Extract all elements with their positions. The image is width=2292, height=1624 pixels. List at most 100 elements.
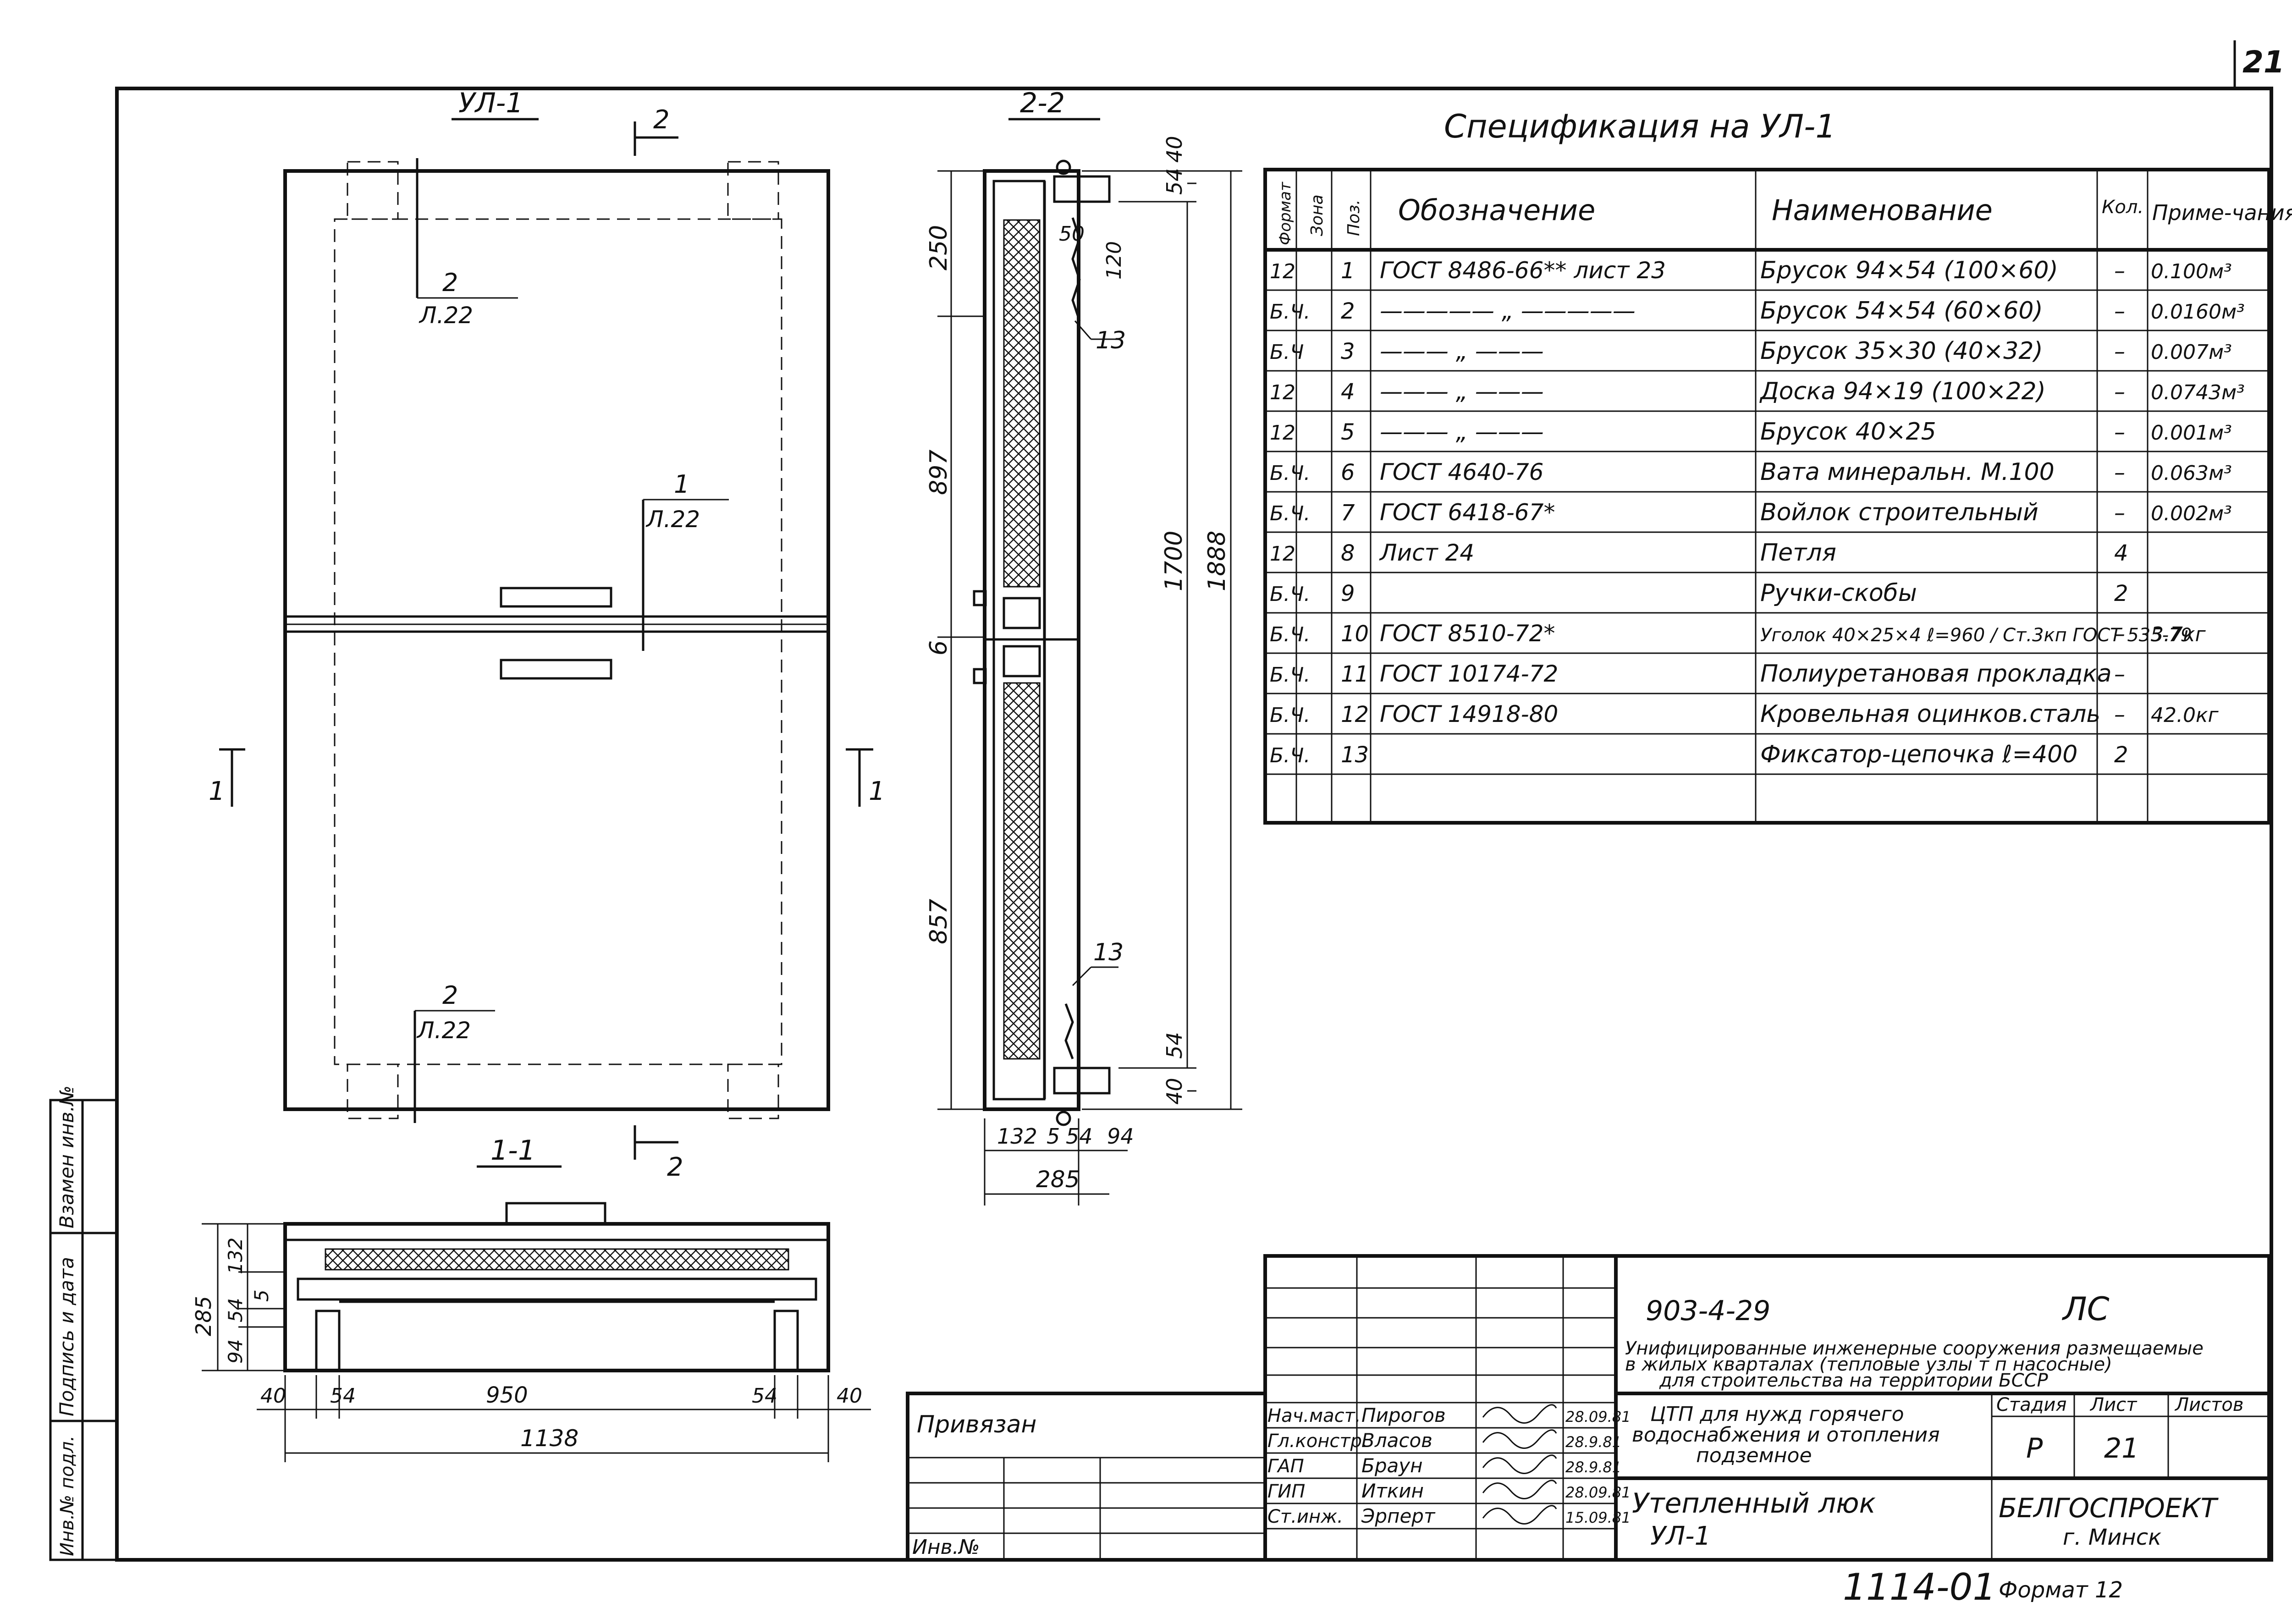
- spec-cell-designation: Лист 24: [1379, 539, 1474, 566]
- signature-mark: [1482, 1404, 1557, 1424]
- dim-54-bot: 54: [1162, 1032, 1187, 1059]
- dim11-1138: 1138: [520, 1425, 579, 1452]
- spec-cell-note: 0.063м³: [2151, 462, 2232, 485]
- spec-cell-qty: 2: [2114, 742, 2128, 768]
- signature-mark: [1482, 1429, 1557, 1449]
- signature-name: Иткин: [1361, 1480, 1424, 1502]
- spec-cell-qty: –: [2114, 460, 2125, 485]
- spec-cell-format: 12: [1270, 421, 1295, 445]
- spec-cell-designation: ГОСТ 8510-72*: [1380, 620, 1555, 647]
- dim-40-top: 40: [1162, 136, 1187, 163]
- spec-cell-designation: ——— „ ———: [1380, 418, 1544, 445]
- dim11-132: 132: [224, 1238, 247, 1274]
- dim11-5: 5: [250, 1289, 273, 1302]
- spec-cell-designation: ——— „ ———: [1380, 338, 1544, 364]
- specification: Спецификация на УЛ-1 Формат Зона Поз. Об…: [1263, 108, 2292, 825]
- spec-cell-pos: 12: [1341, 702, 1369, 727]
- spec-cell-qty: –: [2114, 661, 2125, 687]
- dim11-950: 950: [486, 1382, 528, 1408]
- spec-cell-note: 0.002м³: [2151, 502, 2232, 525]
- spec-cell-name: Фиксатор-цепочка ℓ=400: [1760, 741, 2077, 768]
- spec-cell-qty: –: [2114, 379, 2125, 405]
- spec-h-pos: Поз.: [1344, 199, 1363, 236]
- stamp-inv-orig: Инв.№ подл.: [57, 1436, 78, 1556]
- dim-120: 120: [1102, 241, 1126, 280]
- signature-role: Гл.констр.: [1267, 1431, 1368, 1452]
- spec-cell-designation: ГОСТ 4640-76: [1380, 459, 1543, 485]
- stamp-sign-date: Подпись и дата: [55, 1257, 78, 1416]
- section-1-1: 1-1 285 94 54 132 5 40 54 950 54: [191, 1134, 871, 1462]
- spec-cell-qty: –: [2114, 258, 2125, 284]
- dim-897: 897: [925, 450, 953, 495]
- attached-label: Привязан: [917, 1411, 1036, 1438]
- signature-date: 28.09.81: [1565, 1408, 1631, 1426]
- spec-cell-pos: 4: [1341, 379, 1355, 405]
- stamp-replace-inv: Взамен инв.№: [55, 1085, 78, 1228]
- spec-cell-name: Войлок строительный: [1760, 499, 2039, 526]
- tb-project-3: для строительства на территории БССР: [1659, 1370, 2049, 1391]
- dim-5: 5: [1047, 1124, 1060, 1149]
- spec-cell-name: Уголок 40×25×4 ℓ=960 / Ст.3кп ГОСТ 535-7…: [1760, 625, 2192, 646]
- tb-sheet-label: Лист: [2089, 1394, 2138, 1415]
- tb-sheets-label: Листов: [2174, 1394, 2243, 1415]
- spec-cell-qty: –: [2114, 621, 2125, 647]
- spec-cell-pos: 10: [1341, 621, 1369, 647]
- callout-top-num: 2: [442, 268, 458, 297]
- spec-cell-format: 12: [1270, 260, 1295, 283]
- spec-cell-format: 12: [1270, 381, 1295, 404]
- dim11-40b: 40: [837, 1384, 862, 1408]
- signature-mark: [1482, 1505, 1557, 1525]
- plan-view: УЛ-1 2 2 1 1 2 Л.22 1 Л.22: [209, 87, 885, 1182]
- spec-cell-designation: ————— „ —————: [1380, 297, 1636, 324]
- tb-org-name: БЕЛГОСПРОЕКТ: [1999, 1492, 2219, 1524]
- spec-cell-designation: ГОСТ 10174-72: [1380, 661, 1558, 687]
- sheet-number-top: 21: [2242, 44, 2285, 80]
- signature-date: 28.9.81: [1565, 1433, 1621, 1451]
- spec-cell-pos: 11: [1341, 661, 1369, 687]
- signature-name: Эрперт: [1361, 1505, 1436, 1527]
- signature-role: Нач.маст.: [1267, 1405, 1361, 1426]
- spec-cell-format: Б.Ч.: [1270, 744, 1310, 767]
- spec-cell-pos: 7: [1341, 500, 1355, 526]
- spec-cell-pos: 13: [1341, 742, 1369, 768]
- tb-project-2: в жилых кварталах (тепловые узлы т п нас…: [1625, 1354, 2112, 1375]
- callout-bot-sheet: Л.22: [416, 1017, 471, 1044]
- spec-h-zone: Зона: [1308, 194, 1327, 236]
- dim-50: 50: [1059, 222, 1085, 246]
- tb-object-2: водоснабжения и отопления: [1632, 1423, 1940, 1447]
- section-11-title: 1-1: [490, 1134, 535, 1167]
- tb-object-3: подземное: [1696, 1444, 1812, 1467]
- tb-stage-label: Стадия: [1996, 1394, 2066, 1415]
- signature-row: Гл.констр.Власов 28.9.81: [1267, 1429, 1621, 1452]
- dim-132: 132: [997, 1124, 1037, 1149]
- spec-cell-designation: ГОСТ 14918-80: [1380, 701, 1558, 727]
- spec-row: Б.Ч. 13 Фиксатор-цепочка ℓ=400 2: [1265, 741, 2269, 775]
- signature-role: ГИП: [1267, 1481, 1305, 1502]
- archive-number: 1114-01: [1843, 1566, 1996, 1608]
- spec-cell-name: Полиуретановая прокладка: [1760, 660, 2112, 688]
- signature-role: Ст.инж.: [1267, 1506, 1343, 1527]
- dim-1888: 1888: [1203, 531, 1231, 591]
- signature-name: Власов: [1361, 1429, 1432, 1452]
- spec-cell-name: Доска 94×19 (100×22): [1759, 378, 2046, 405]
- spec-cell-name: Брусок 35×30 (40×32): [1760, 337, 2043, 365]
- spec-cell-pos: 9: [1341, 581, 1355, 606]
- dim-857: 857: [925, 899, 953, 944]
- spec-cell-qty: –: [2114, 419, 2125, 445]
- spec-title: Спецификация на УЛ-1: [1444, 108, 1836, 145]
- spec-cell-name: Брусок 94×54 (100×60): [1760, 257, 2058, 284]
- spec-cell-note: 0.100м³: [2151, 260, 2232, 283]
- spec-cell-name: Вата минеральн. М.100: [1760, 458, 2055, 486]
- spec-cell-qty: –: [2114, 702, 2125, 727]
